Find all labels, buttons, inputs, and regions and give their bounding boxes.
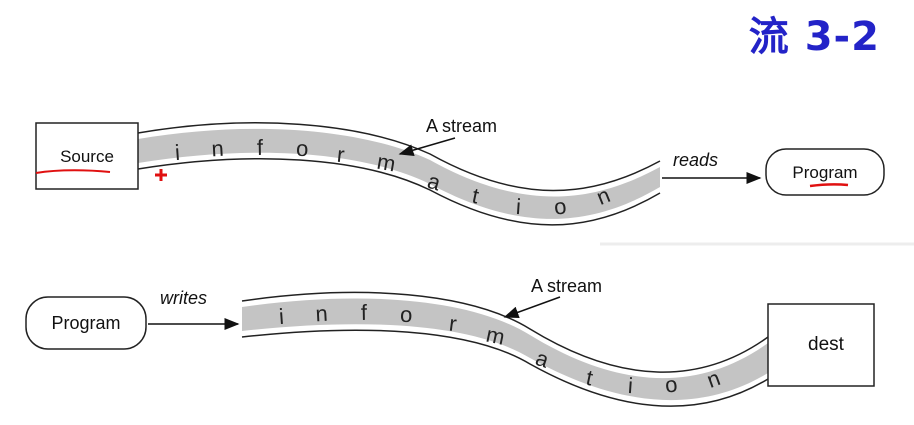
top-stream-letter: r [336, 142, 346, 168]
program-underline-annotation [809, 183, 849, 188]
top-stream-letter: m [375, 149, 397, 177]
bottom-stream-caption: A stream [531, 276, 602, 296]
top-program-label: Program [792, 163, 857, 182]
top-stream-border-upper [137, 122, 661, 192]
source-box [35, 122, 139, 190]
top-stream-letter: i [174, 140, 181, 165]
bottom-stream-letter: m [484, 322, 507, 350]
bottom-stream-letter: o [664, 371, 679, 397]
slide-title: 流 3-2 [748, 14, 880, 60]
source-underline-annotation [35, 169, 111, 174]
top-stream-letter: o [553, 193, 568, 219]
bottom-program-label: Program [51, 313, 120, 333]
top-stream-caption: A stream [426, 116, 497, 136]
bottom-stream-pointer [503, 296, 561, 319]
source-label: Source [60, 147, 114, 166]
bottom-stream-letter: r [448, 311, 458, 337]
bottom-stream-letter: n [315, 301, 329, 327]
bottom-stream-letter: i [627, 373, 634, 398]
bottom-stream-letter: t [584, 365, 595, 391]
writes-label: writes [160, 288, 207, 308]
top-stream-letter: t [470, 183, 481, 209]
bottom-stream-border-lower [241, 329, 769, 407]
dest-label: dest [808, 334, 845, 355]
top-program-box [765, 148, 885, 196]
top-stream-letter: o [296, 136, 309, 161]
bottom-stream-border-upper [241, 291, 769, 373]
top-stream-letter: n [211, 136, 225, 162]
reads-label: reads [673, 150, 718, 170]
top-stream-border-lower [137, 158, 661, 226]
dest-box [767, 303, 875, 387]
top-stream-band [138, 128, 660, 219]
bottom-stream-band [242, 298, 768, 401]
bottom-program-box [25, 296, 147, 350]
top-stream-letter: f [257, 135, 264, 160]
bottom-stream-letter: o [400, 302, 413, 327]
cursor-plus-annotation [155, 169, 167, 181]
top-stream-letter: i [515, 194, 522, 219]
bottom-stream-letter: i [278, 304, 285, 329]
top-stream-pointer [398, 137, 456, 156]
bottom-stream-letter: f [361, 300, 368, 325]
